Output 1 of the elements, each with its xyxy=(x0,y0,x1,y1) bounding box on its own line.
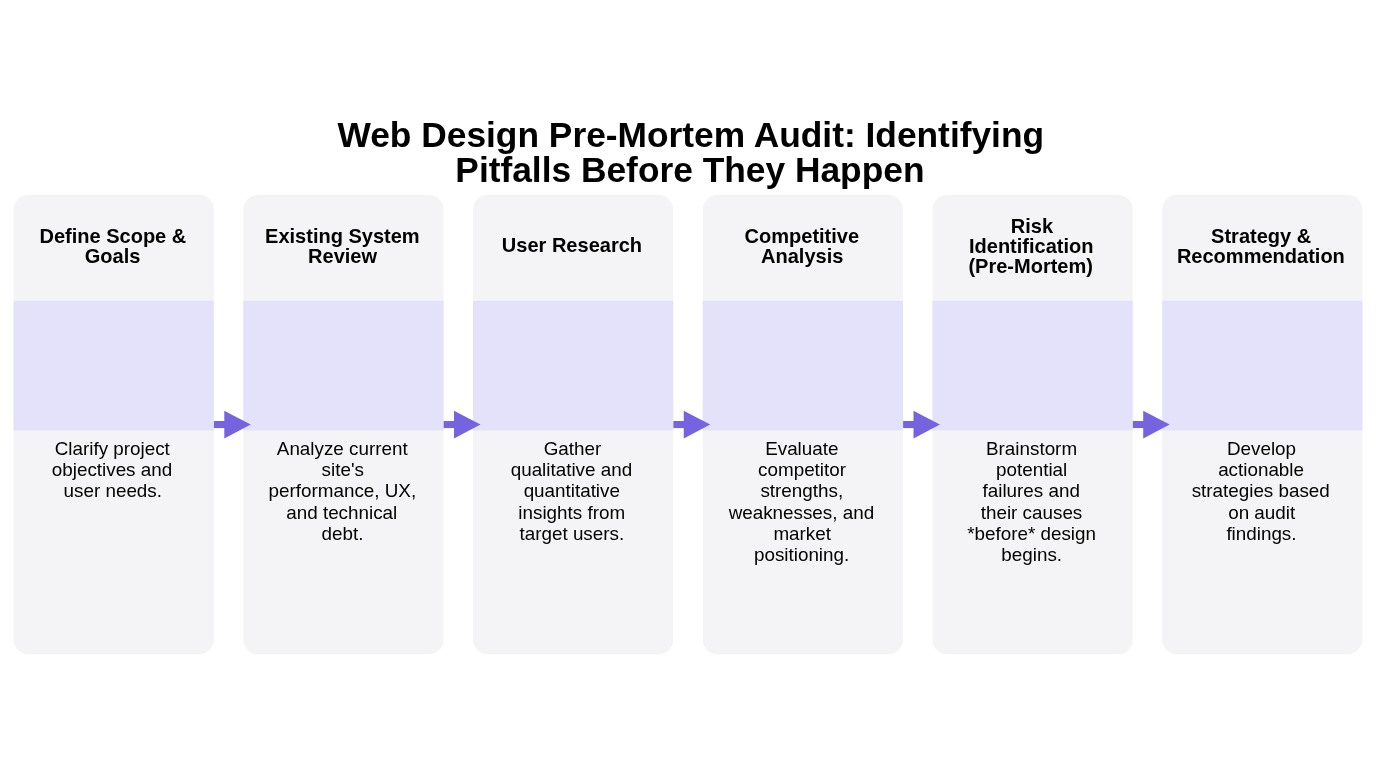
diagram-title: Web Design Pre-Mortem Audit: Identifying Pitfalls Before They Happen xyxy=(337,114,1045,189)
